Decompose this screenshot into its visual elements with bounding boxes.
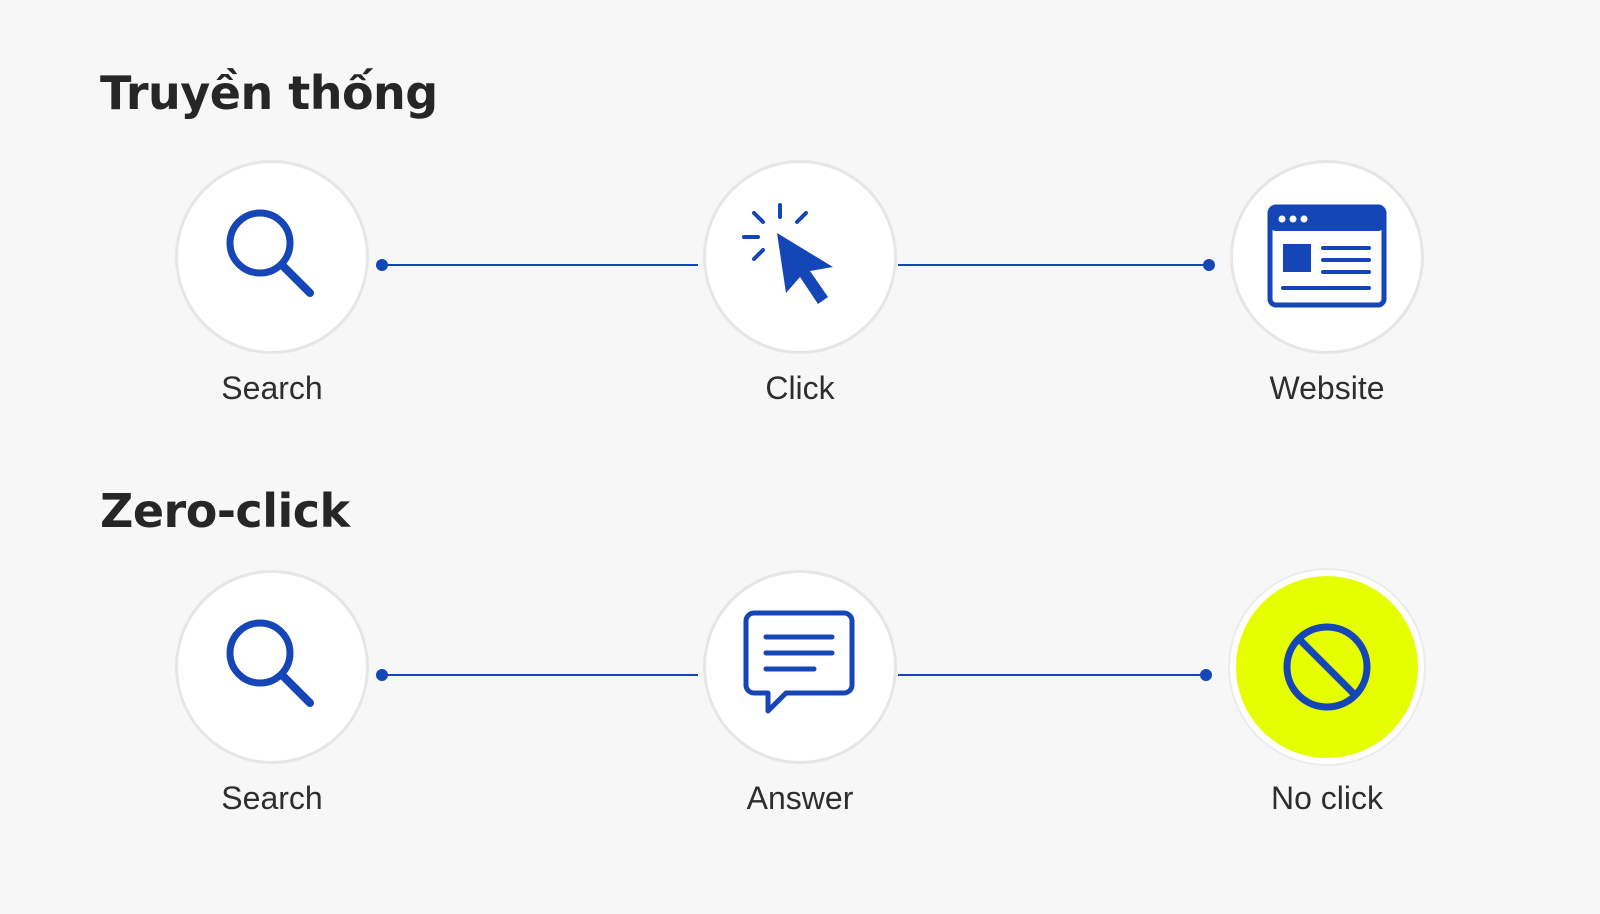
step-label: Click — [765, 370, 835, 406]
step-label: Answer — [746, 780, 854, 816]
connector-dot — [1203, 259, 1215, 271]
step-circle — [175, 160, 369, 354]
flow-zeroclick: Search Answer No click — [0, 570, 1600, 850]
step-label: No click — [1270, 780, 1383, 816]
speech-bubble-icon — [743, 610, 855, 714]
connector-dot — [1200, 669, 1212, 681]
step-label: Search — [221, 370, 323, 406]
step-answer: Answer — [700, 570, 900, 817]
step-circle — [175, 570, 369, 764]
step-search: Search — [172, 570, 372, 817]
section-title-zeroclick: Zero-click — [100, 484, 350, 538]
connector-line — [898, 264, 1214, 266]
step-circle — [703, 570, 897, 764]
step-no-click: No click — [1227, 570, 1427, 817]
connector-line — [382, 264, 698, 266]
step-label: Search — [221, 780, 323, 816]
cursor-click-icon — [742, 203, 833, 304]
flow-traditional: Search Click — [0, 160, 1600, 440]
step-search: Search — [172, 160, 372, 407]
prohibited-icon — [1283, 623, 1371, 711]
step-click: Click — [700, 160, 900, 407]
step-circle — [703, 160, 897, 354]
search-icon — [226, 619, 314, 707]
search-icon — [226, 209, 314, 297]
connector-line — [898, 674, 1210, 676]
section-title-traditional: Truyền thống — [100, 66, 438, 120]
browser-window-icon — [1267, 204, 1387, 308]
connector-line — [382, 674, 698, 676]
step-label: Website — [1269, 370, 1385, 406]
step-website: Website — [1227, 160, 1427, 407]
step-circle — [1230, 160, 1424, 354]
step-circle-highlight — [1230, 570, 1424, 764]
